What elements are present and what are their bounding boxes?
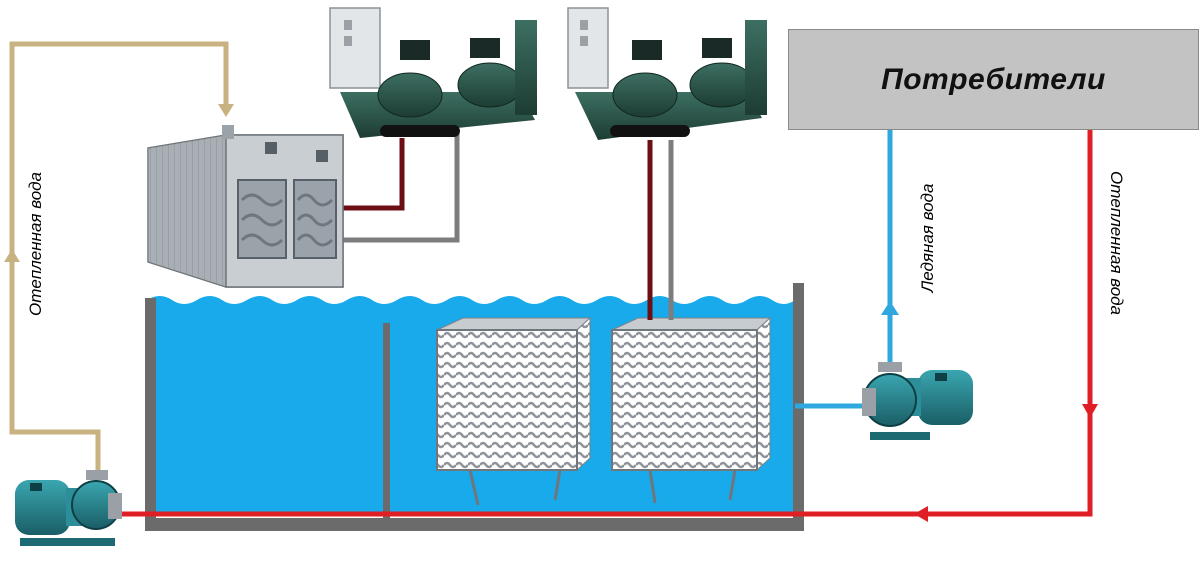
tank-bottom: [145, 518, 804, 531]
ice-water-supply-line: [795, 130, 899, 409]
ice-water-pump: [862, 362, 973, 440]
ice-coil-bank-2: [611, 316, 772, 504]
refrigerant-liquid-line-condenser: [343, 138, 405, 211]
tank-partition: [383, 323, 390, 518]
consumers-box: Потребители: [788, 29, 1199, 130]
refrigerant-gas-line-condenser: [343, 132, 460, 243]
compressor-unit-2: [567, 7, 767, 140]
left-warm-water-label: Отепленная вода: [26, 171, 45, 316]
consumers-title: Потребители: [881, 62, 1106, 96]
tank-left-wall: [145, 298, 156, 531]
compressor-unit-1: [329, 7, 537, 138]
warm-water-pump: [15, 470, 122, 546]
refrigerant-lines: [343, 132, 674, 320]
hot-return-line: [112, 130, 1098, 522]
ice-water-arrow-up: [881, 301, 899, 315]
left-loop-arrow-up: [4, 249, 20, 262]
left-loop-arrow-down: [218, 104, 234, 117]
right-warm-water-label: Отепленная вода: [1107, 171, 1126, 316]
ice-coil-bank-1: [436, 316, 592, 506]
hot-return-arrow-left: [914, 506, 928, 522]
air-cooled-condenser: [147, 125, 344, 288]
hot-return-arrow-down: [1082, 404, 1098, 418]
ice-water-label: Ледяная вода: [918, 183, 937, 293]
left-warm-water-loop: [4, 41, 234, 472]
